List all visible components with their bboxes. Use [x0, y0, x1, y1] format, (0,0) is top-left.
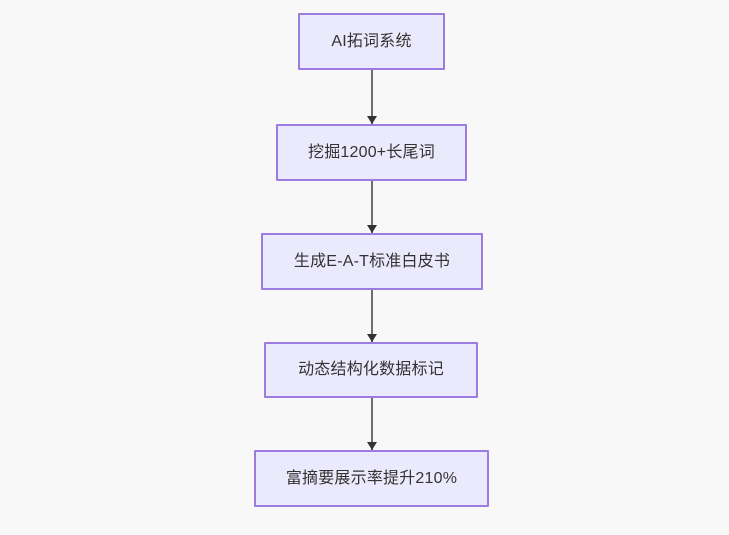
edge-node4-node5 [367, 398, 377, 450]
flowchart-node-rich-snippet-rate-increase[interactable]: 富摘要展示率提升210% [254, 450, 489, 507]
edge-node3-node4 [367, 290, 377, 342]
edge-node1-node2 [367, 70, 377, 124]
edge-node2-node3 [367, 181, 377, 233]
arrow-head-icon [367, 225, 377, 233]
flowchart-node-generate-eat-whitepaper[interactable]: 生成E-A-T标准白皮书 [261, 233, 483, 290]
arrow-head-icon [367, 116, 377, 124]
edge-line [371, 290, 373, 342]
flowchart-node-label: 富摘要展示率提升210% [285, 469, 458, 487]
flowchart-node-dynamic-structured-data-markup[interactable]: 动态结构化数据标记 [264, 342, 478, 398]
flowchart-node-ai-keyword-system[interactable]: AI拓词系统 [298, 13, 445, 70]
edge-line [371, 181, 373, 233]
flowchart-node-mine-longtail-keywords[interactable]: 挖掘1200+长尾词 [276, 124, 467, 181]
arrow-head-icon [367, 442, 377, 450]
edge-line [371, 398, 373, 450]
flowchart-node-label: AI拓词系统 [331, 32, 412, 50]
flowchart-node-label: 动态结构化数据标记 [298, 361, 444, 379]
arrow-head-icon [367, 334, 377, 342]
edge-line [371, 70, 373, 124]
flowchart-node-label: 生成E-A-T标准白皮书 [293, 252, 451, 270]
flowchart-node-label: 挖掘1200+长尾词 [308, 143, 435, 161]
